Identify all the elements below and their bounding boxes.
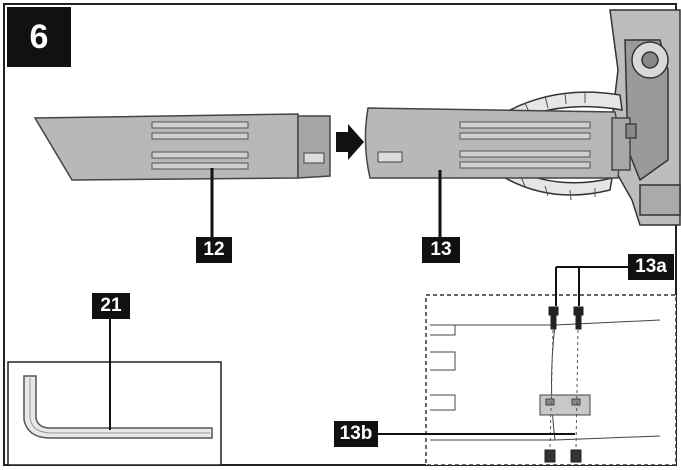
label-tube: 13 [422, 237, 460, 263]
blower-body [499, 9, 681, 226]
label-nuts: 13b [334, 421, 378, 447]
label-screws: 13a [628, 254, 674, 280]
hex-key-inset-frame [7, 361, 222, 466]
nozzle-tube [33, 113, 331, 181]
nut-icon [544, 449, 582, 463]
label-nozzle: 12 [196, 237, 232, 263]
blower-tube [364, 107, 637, 179]
label-hex-key: 21 [92, 293, 130, 319]
outer-frame [3, 3, 677, 466]
hex-key-icon [23, 375, 213, 439]
arrow-right-icon [336, 124, 364, 160]
step-number-badge: 6 [7, 7, 71, 67]
leader-line-13a [555, 266, 628, 306]
screw-icon [548, 306, 584, 330]
